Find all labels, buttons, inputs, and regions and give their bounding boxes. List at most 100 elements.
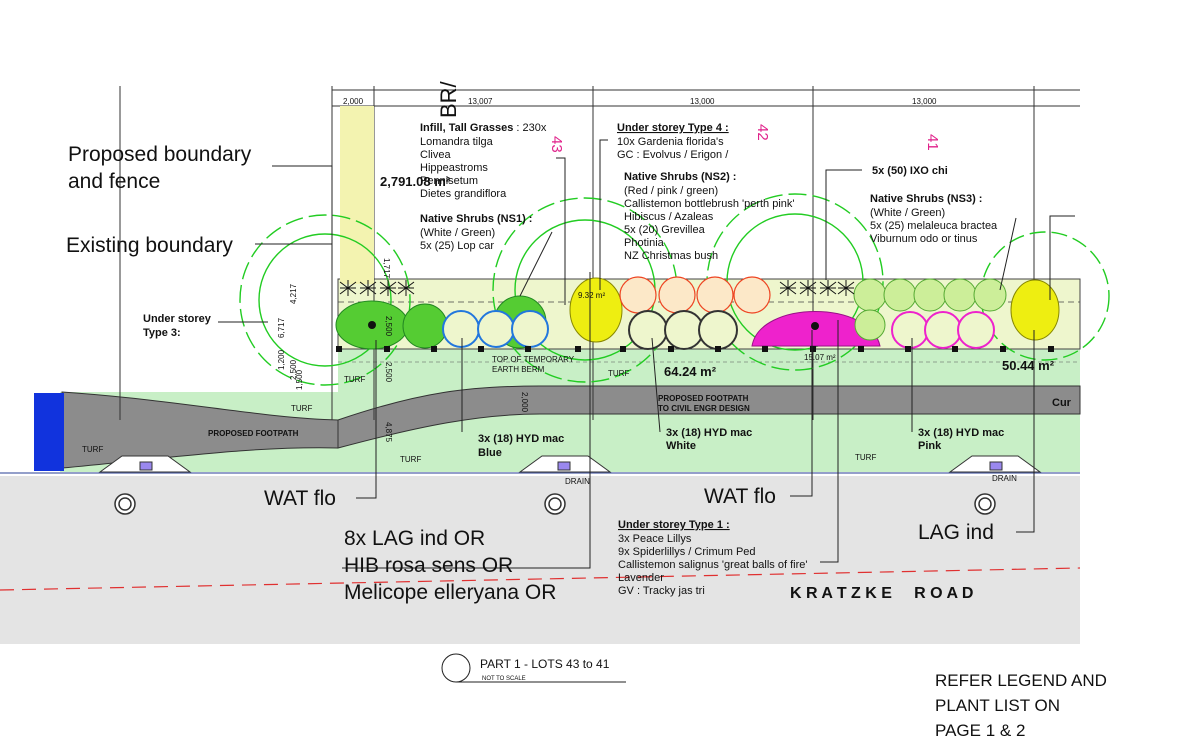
svg-text:5x (25) melaleuca bractea: 5x (25) melaleuca bractea xyxy=(870,220,998,232)
lot-number-43: 43 xyxy=(548,136,565,153)
svg-text:PART 1 - LOTS 43 to 41: PART 1 - LOTS 43 to 41 xyxy=(480,657,610,671)
label-br: BR/ xyxy=(436,80,461,118)
svg-text:(White / Green): (White / Green) xyxy=(420,227,495,239)
svg-text:Callistemon bottlebrush 'perth: Callistemon bottlebrush 'perth pink' xyxy=(624,198,795,210)
label-existing-boundary: Existing boundary xyxy=(66,234,233,257)
leader-lines xyxy=(218,139,1075,569)
turf-label-3: TURF xyxy=(344,375,365,384)
dim-top-2: 13,007 xyxy=(468,97,493,106)
svg-text:9x Spiderlillys / Crimum Ped: 9x Spiderlillys / Crimum Ped xyxy=(618,546,756,558)
drain-label-2: DRAIN xyxy=(992,474,1017,483)
svg-text:Viburnum odo or tinus: Viburnum odo or tinus xyxy=(870,233,978,245)
label-hyd-blue-2: Blue xyxy=(478,447,502,459)
lot-number-42: 42 xyxy=(754,124,771,141)
label-top-berm-1: TOP OF TEMPORARY xyxy=(492,355,575,364)
dim-v-8: 2,000 xyxy=(520,392,529,413)
label-ixo: 5x (50) IXO chi xyxy=(872,165,948,177)
svg-text:3x Peace Lillys: 3x Peace Lillys xyxy=(618,533,692,545)
label-hyd-pink-2: Pink xyxy=(918,440,942,452)
note-ns1: Native Shrubs (NS1) : (White / Green) 5x… xyxy=(420,213,532,252)
note-ns3: Native Shrubs (NS3) : (White / Green) 5x… xyxy=(870,193,998,245)
hydrangea-pink xyxy=(891,311,995,349)
dim-v-3: 1,200 xyxy=(277,349,286,370)
label-proposed-footpath: PROPOSED FOOTPATH xyxy=(208,429,299,438)
dim-top-1: 2,000 xyxy=(343,97,364,106)
svg-text:Under storey Type 1 :: Under storey Type 1 : xyxy=(618,519,730,531)
dim-v-0: 1,717 xyxy=(382,258,391,279)
svg-text:Native Shrubs (NS3) :: Native Shrubs (NS3) : xyxy=(870,193,982,205)
label-footpath-civil-2: TO CIVIL ENGR DESIGN xyxy=(658,404,750,413)
road-surface xyxy=(0,476,1080,644)
svg-text:Native Shrubs (NS2) :: Native Shrubs (NS2) : xyxy=(624,171,736,183)
dim-v-7: 2,500 xyxy=(384,362,393,383)
road-centerline xyxy=(0,567,1081,591)
crossover-mid xyxy=(518,455,612,473)
label-lag-or-1: 8x LAG ind OR xyxy=(344,527,485,550)
dim-top-3: 13,000 xyxy=(690,97,715,106)
area-pink: 15.07 m² xyxy=(804,353,836,362)
dim-v-1: 4,217 xyxy=(289,283,298,304)
svg-text:NZ Christmas bush: NZ Christmas bush xyxy=(624,250,718,262)
svg-text:Callistemon salignus 'great ba: Callistemon salignus 'great balls of fir… xyxy=(618,559,807,571)
hydrangea-blue xyxy=(442,310,549,348)
boundary-strip xyxy=(340,106,374,284)
svg-text:(White / Green): (White / Green) xyxy=(870,207,945,219)
area-left: 2,791.08 m² xyxy=(380,174,451,189)
label-under-storey-3a: Under storey xyxy=(143,313,212,325)
yellow-feature-plants xyxy=(569,277,1060,343)
svg-text:(Red / pink / green): (Red / pink / green) xyxy=(624,185,718,197)
area-mid: 64.24 m² xyxy=(664,364,717,379)
dim-v-2: 6,717 xyxy=(277,317,286,338)
existing-footpath-block xyxy=(34,393,64,471)
area-right: 50.44 m² xyxy=(1002,358,1055,373)
svg-text:Native Shrubs (NS1) :: Native Shrubs (NS1) : xyxy=(420,213,532,225)
svg-text:Infill, Tall Grasses : 230x: Infill, Tall Grasses : 230x xyxy=(420,122,547,134)
green-shrubs-right xyxy=(853,278,1007,341)
dim-v-4: 1,500 xyxy=(295,369,304,390)
dim-v-6: 2,500 xyxy=(384,316,393,337)
lot-number-41: 41 xyxy=(924,134,941,151)
svg-text:Clivea: Clivea xyxy=(420,149,451,161)
turf-label-2: TURF xyxy=(291,404,312,413)
turf-label-6: TURF xyxy=(855,453,876,462)
label-hyd-white-1: 3x (18) HYD mac xyxy=(666,427,752,439)
label-under-storey-3b: Type 3: xyxy=(143,327,181,339)
label-lag-or-2: HIB rosa sens OR xyxy=(344,554,513,577)
svg-text:Lavender: Lavender xyxy=(618,572,664,584)
refer-note-1: REFER LEGEND AND xyxy=(935,671,1107,690)
svg-text:Pennisetum: Pennisetum xyxy=(420,175,478,187)
svg-text:10x Gardenia florida's: 10x Gardenia florida's xyxy=(617,136,724,148)
manholes xyxy=(114,493,996,515)
svg-text:Lomandra tilga: Lomandra tilga xyxy=(420,136,494,148)
svg-text:Under storey Type 4 :: Under storey Type 4 : xyxy=(617,122,729,134)
label-wat-flo-left: WAT flo xyxy=(264,487,336,510)
note-ns2: Native Shrubs (NS2) : (Red / pink / gree… xyxy=(624,171,795,262)
label-lag-or-3: Melicope elleryana OR xyxy=(344,581,556,604)
red-shrubs xyxy=(619,276,771,314)
note-us4: Under storey Type 4 : 10x Gardenia flori… xyxy=(617,122,729,161)
fence-posts xyxy=(336,346,1054,352)
svg-text:GC : Evolvus / Erigon /: GC : Evolvus / Erigon / xyxy=(617,149,729,161)
turf-label-5: TURF xyxy=(608,369,629,378)
label-wat-flo-right: WAT flo xyxy=(704,485,776,508)
label-hyd-white-2: White xyxy=(666,440,696,452)
label-and-fence: and fence xyxy=(68,170,160,193)
refer-note-3: PAGE 1 & 2 xyxy=(935,721,1025,740)
dim-v-5: 2,500 xyxy=(289,359,298,380)
drain-label-1: DRAIN xyxy=(565,477,590,486)
crossover-right xyxy=(948,455,1042,473)
label-cur: Cur xyxy=(1052,397,1072,409)
dim-top-4: 13,000 xyxy=(912,97,937,106)
note-infill: Infill, Tall Grasses : 230x Lomandra til… xyxy=(420,122,547,200)
part-title-block: PART 1 - LOTS 43 to 41 NOT TO SCALE xyxy=(441,653,626,683)
svg-text:Photinia: Photinia xyxy=(624,237,665,249)
svg-text:GV : Tracky jas tri: GV : Tracky jas tri xyxy=(618,585,705,597)
svg-text:Hibiscus / Azaleas: Hibiscus / Azaleas xyxy=(624,211,714,223)
spiky-plants xyxy=(339,280,855,296)
label-footpath-civil-1: PROPOSED FOOTPATH xyxy=(658,394,749,403)
label-lag-ind: LAG ind xyxy=(918,521,994,544)
svg-text:5x (20) Grevillea: 5x (20) Grevillea xyxy=(624,224,706,236)
label-hyd-blue-1: 3x (18) HYD mac xyxy=(478,433,564,445)
